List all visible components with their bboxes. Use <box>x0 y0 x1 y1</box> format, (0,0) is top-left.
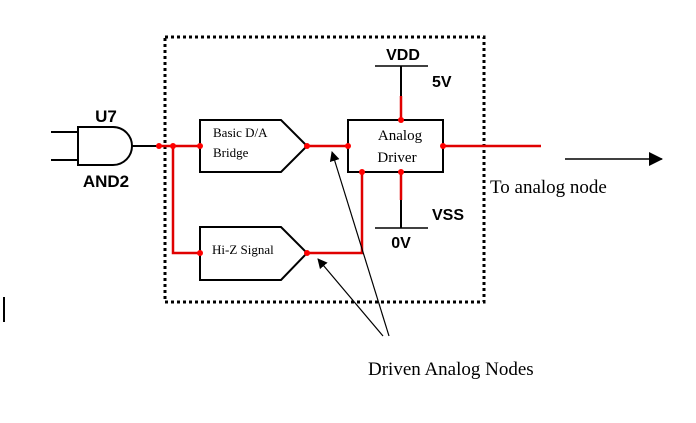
connection-nodes <box>156 117 446 256</box>
and-gate-body <box>77 126 133 166</box>
vdd-value-label: 5V <box>432 74 452 91</box>
node-dac-out <box>304 143 310 149</box>
wire-gate-to-hiz <box>171 146 200 255</box>
pointer-arrow-dac-node <box>329 151 390 337</box>
dac-bridge-block <box>199 119 309 173</box>
node-dac-in <box>197 143 203 149</box>
node-hiz-in <box>197 250 203 256</box>
node-driver-enable <box>359 169 365 175</box>
dac-bridge-label-2: Bridge <box>213 145 249 160</box>
node-driver-vss <box>398 169 404 175</box>
subcircuit-boundary <box>163 35 486 304</box>
pointer-arrow-hiz-node <box>317 258 384 337</box>
node-driver-in <box>345 143 351 149</box>
node-driver-out <box>440 143 446 149</box>
hiz-signal-label: Hi-Z Signal <box>212 242 274 257</box>
hiz-signal-block <box>199 226 309 281</box>
node-gate-out <box>156 143 162 149</box>
vss-value-label: 0V <box>391 235 411 252</box>
analog-driver-label-1: Analog <box>378 128 423 144</box>
analog-driver-label-2: Driver <box>377 150 416 166</box>
red-wires <box>159 96 541 255</box>
and-gate <box>51 126 159 166</box>
driven-nodes-label: Driven Analog Nodes <box>368 359 534 380</box>
node-driver-vdd <box>398 117 404 123</box>
wire-hiz-to-driver <box>307 172 364 255</box>
vdd-label: VDD <box>386 47 420 64</box>
gate-type-label: AND2 <box>83 172 129 191</box>
vss-label: VSS <box>432 207 464 224</box>
analog-driver-block <box>347 119 444 173</box>
node-hiz-out <box>304 250 310 256</box>
dac-bridge-label-1: Basic D/A <box>213 125 268 140</box>
node-split <box>170 143 176 149</box>
gate-ref-label: U7 <box>95 107 117 126</box>
output-label: To analog node <box>490 177 607 198</box>
